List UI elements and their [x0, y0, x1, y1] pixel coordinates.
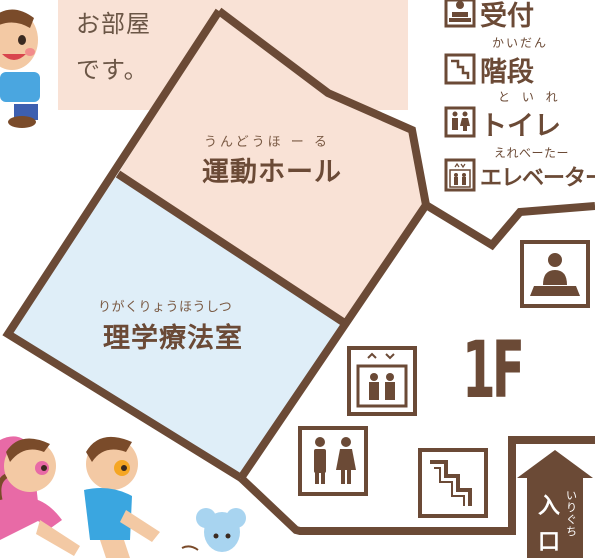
legend-toilet-label: トイレ	[480, 111, 561, 142]
legend-elevator-label: エレベーター	[480, 166, 595, 191]
legend-reception-label: 受付	[480, 1, 534, 32]
entrance-label-bottom: 口	[538, 530, 561, 555]
entrance-ruby: いりぐち	[566, 489, 577, 538]
room-therapy	[8, 174, 343, 478]
map-stairs-icon	[418, 448, 488, 518]
legend-elevator-icon	[444, 158, 476, 192]
room-hall	[118, 11, 426, 322]
legend-toilet-icon	[444, 106, 476, 138]
wall-lines	[2, 7, 595, 535]
hall-ruby: うんどうほ ー る	[204, 135, 330, 150]
floor-label: 1F	[462, 326, 525, 416]
therapy-ruby: りがくりょうほうしつ	[98, 300, 233, 315]
children-illustration-icon	[0, 436, 246, 558]
info-card-line1: お部屋	[76, 10, 151, 38]
entrance-label-top: 入	[538, 494, 561, 519]
legend-elevator-ruby: えれべーたー	[494, 146, 570, 160]
map-elevator-icon	[347, 346, 417, 416]
hall-name: 運動ホール	[202, 157, 342, 188]
map-toilet-icon	[298, 426, 368, 496]
info-card-line2: です。	[76, 56, 149, 84]
legend-stairs-ruby: かいだん	[492, 36, 549, 50]
therapy-name: 理学療法室	[103, 323, 243, 354]
mascot-child-icon	[0, 0, 58, 128]
legend-reception-icon	[444, 0, 476, 28]
legend-stairs-icon	[444, 53, 476, 85]
entrance-arrow-icon	[517, 450, 593, 558]
legend-stairs-label: 階段	[480, 57, 534, 88]
legend-toilet-ruby: と い れ	[498, 90, 562, 104]
map-reception-icon	[520, 240, 590, 308]
